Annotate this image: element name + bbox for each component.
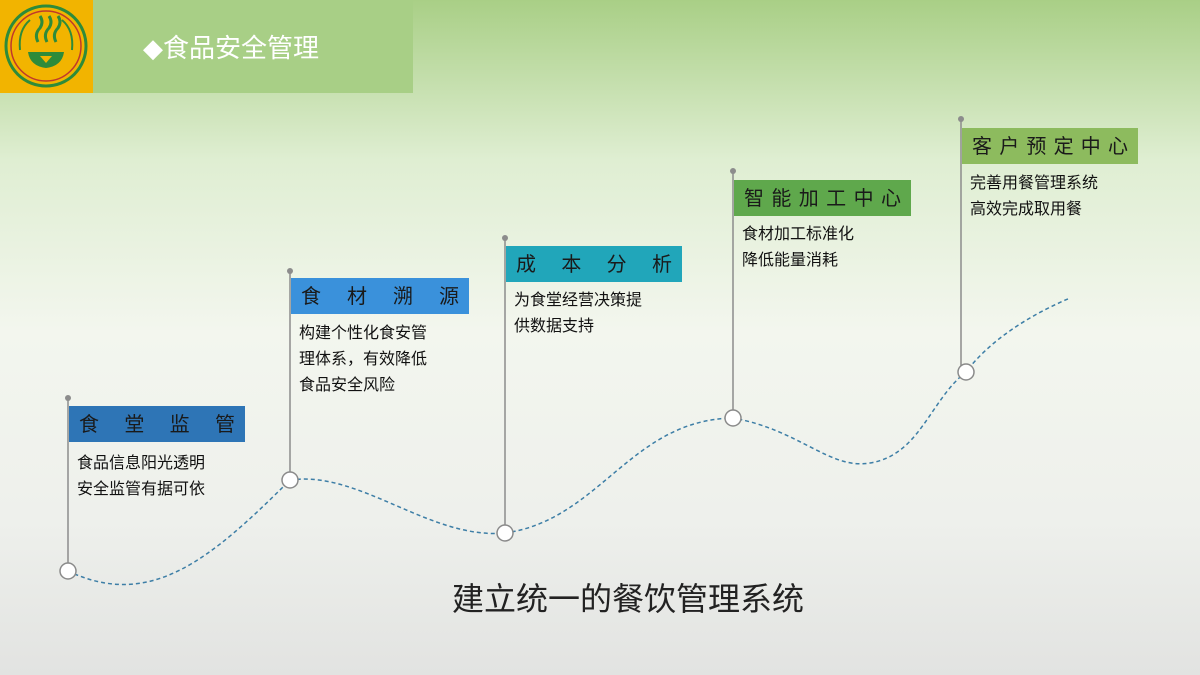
- step-label: 客户预定中心: [962, 128, 1138, 164]
- step-label: 智能加工中心: [734, 180, 911, 216]
- step-label-char: 智: [744, 186, 768, 210]
- step-description: 食材加工标准化 降低能量消耗: [742, 224, 855, 269]
- step-label-char: 管: [214, 412, 239, 436]
- logo: [0, 0, 93, 93]
- step-label-char: 源: [439, 284, 463, 308]
- step-label-char: 堂: [124, 412, 149, 436]
- timeline-node: [496, 524, 514, 542]
- pole-top-dot: [502, 235, 508, 241]
- step-description: 构建个性化食安管 理体系，有效降低 食品安全风险: [299, 323, 428, 394]
- pole-top-dot: [958, 116, 964, 122]
- step-label-char: 成: [516, 252, 540, 276]
- step-label: 食材溯源: [291, 278, 469, 314]
- step-description: 食品信息阳光透明 安全监管有据可依: [77, 453, 206, 498]
- step-label-char: 本: [561, 252, 586, 276]
- step-label-char: 溯: [393, 284, 417, 308]
- step-label: 食堂监管: [69, 406, 245, 442]
- step-label-char: 监: [169, 412, 194, 436]
- step-label-char: 预: [1026, 134, 1051, 158]
- step-label-char: 食: [79, 412, 103, 436]
- step-label-char: 心: [880, 186, 905, 210]
- pole-top-dot: [730, 168, 736, 174]
- step-label: 成本分析: [506, 246, 682, 282]
- step-label-char: 客: [972, 134, 996, 158]
- step-label-char: 能: [771, 186, 796, 210]
- timeline-node: [281, 471, 299, 489]
- step-label-char: 分: [606, 252, 631, 276]
- pole-top-dot: [65, 395, 71, 401]
- step-description: 完善用餐管理系统 高效完成取用餐: [970, 173, 1099, 218]
- timeline-node: [957, 363, 975, 381]
- step-label-char: 工: [826, 186, 851, 210]
- step-label-char: 加: [798, 186, 823, 210]
- timeline-node: [724, 409, 742, 427]
- step-label-char: 心: [1107, 134, 1132, 158]
- canteen-logo-icon: [4, 4, 88, 88]
- step-description: 为食堂经营决策提 供数据支持: [514, 290, 643, 335]
- step-label-char: 材: [347, 284, 371, 308]
- timeline-curve: [67, 297, 1071, 586]
- pole-top-dot: [287, 268, 293, 274]
- timeline-node: [59, 562, 77, 580]
- step-label-char: 户: [999, 134, 1024, 158]
- step-label-char: 析: [651, 252, 676, 276]
- header-bar: [93, 0, 413, 93]
- main-title: 建立统一的餐饮管理系统: [452, 580, 805, 618]
- step-label-char: 食: [301, 284, 325, 308]
- step-label-char: 中: [1080, 134, 1105, 158]
- step-label-char: 定: [1053, 134, 1078, 158]
- step-label-char: 中: [853, 186, 878, 210]
- page-title: ◆食品安全管理: [143, 34, 319, 64]
